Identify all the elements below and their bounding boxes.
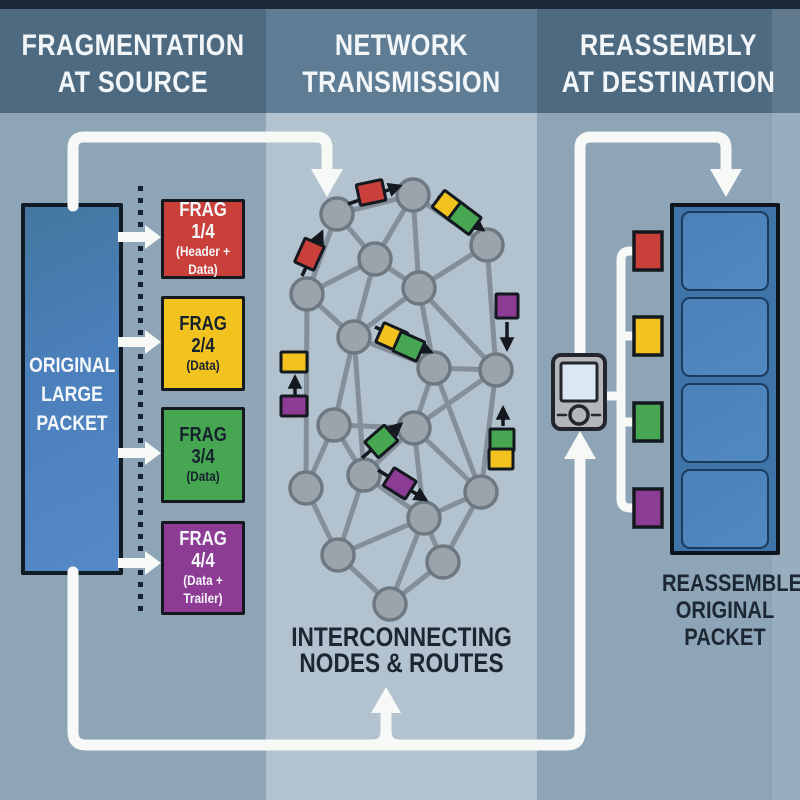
- original-packet-line2: LARGE: [41, 383, 103, 406]
- header-source-line1: FRAGMENTATION: [21, 29, 245, 62]
- header-network: NETWORK TRANSMISSION: [266, 27, 537, 101]
- header-destination-line2: AT DESTINATION: [561, 66, 776, 99]
- header-source: FRAGMENTATION AT SOURCE: [0, 27, 266, 101]
- fragment-box-1: FRAG 1/4 (Header + Data): [161, 199, 245, 279]
- packet-segment-1: [681, 211, 769, 291]
- packet-segment-4: [681, 469, 769, 549]
- original-packet-line3: PACKET: [36, 412, 108, 435]
- header-band-destination: [537, 9, 800, 113]
- top-navy-bar: [0, 0, 800, 9]
- fragment-4-title: FRAG 4/4: [179, 528, 227, 572]
- packet-segment-2: [681, 297, 769, 377]
- fragmentation-dotted-line: [138, 186, 143, 618]
- network-caption: INTERCONNECTING NODES & ROUTES: [266, 624, 537, 678]
- reassembled-packet-caption: REASSEMBLED ORIGINAL PACKET: [650, 570, 800, 651]
- header-band-source: [0, 9, 266, 113]
- network-caption-line2: NODES & ROUTES: [299, 648, 504, 678]
- original-packet-label: ORIGINAL LARGE PACKET: [21, 351, 123, 438]
- header-network-line2: TRANSMISSION: [302, 66, 501, 99]
- header-destination: REASSEMBLY AT DESTINATION: [537, 27, 800, 101]
- reassembled-packet-box: [670, 203, 780, 555]
- fragment-box-3: FRAG 3/4 (Data): [161, 407, 245, 503]
- reassembled-caption-line1: REASSEMBLED: [662, 570, 800, 597]
- header-network-line1: NETWORK: [334, 29, 469, 62]
- reassembled-caption-line2: ORIGINAL: [675, 597, 775, 624]
- fragment-1-subtitle: (Header + Data): [176, 243, 230, 277]
- fragment-box-2: FRAG 2/4 (Data): [161, 296, 245, 391]
- fragment-box-4: FRAG 4/4 (Data + Trailer): [161, 521, 245, 615]
- packet-segment-3: [681, 383, 769, 463]
- original-packet-line1: ORIGINAL: [29, 354, 116, 377]
- fragment-1-title: FRAG 1/4: [179, 199, 227, 243]
- reassembled-caption-line3: PACKET: [684, 624, 766, 651]
- header-destination-line1: REASSEMBLY: [580, 29, 757, 62]
- fragment-4-subtitle: (Data + Trailer): [183, 572, 223, 606]
- body-band-network: [266, 113, 537, 800]
- fragment-3-title: FRAG 3/4: [179, 424, 227, 468]
- fragment-3-subtitle: (Data): [186, 468, 220, 484]
- header-band-network: [266, 9, 537, 113]
- fragment-2-subtitle: (Data): [186, 356, 220, 373]
- header-source-line2: AT SOURCE: [57, 66, 209, 99]
- fragment-2-title: FRAG 2/4: [179, 312, 227, 357]
